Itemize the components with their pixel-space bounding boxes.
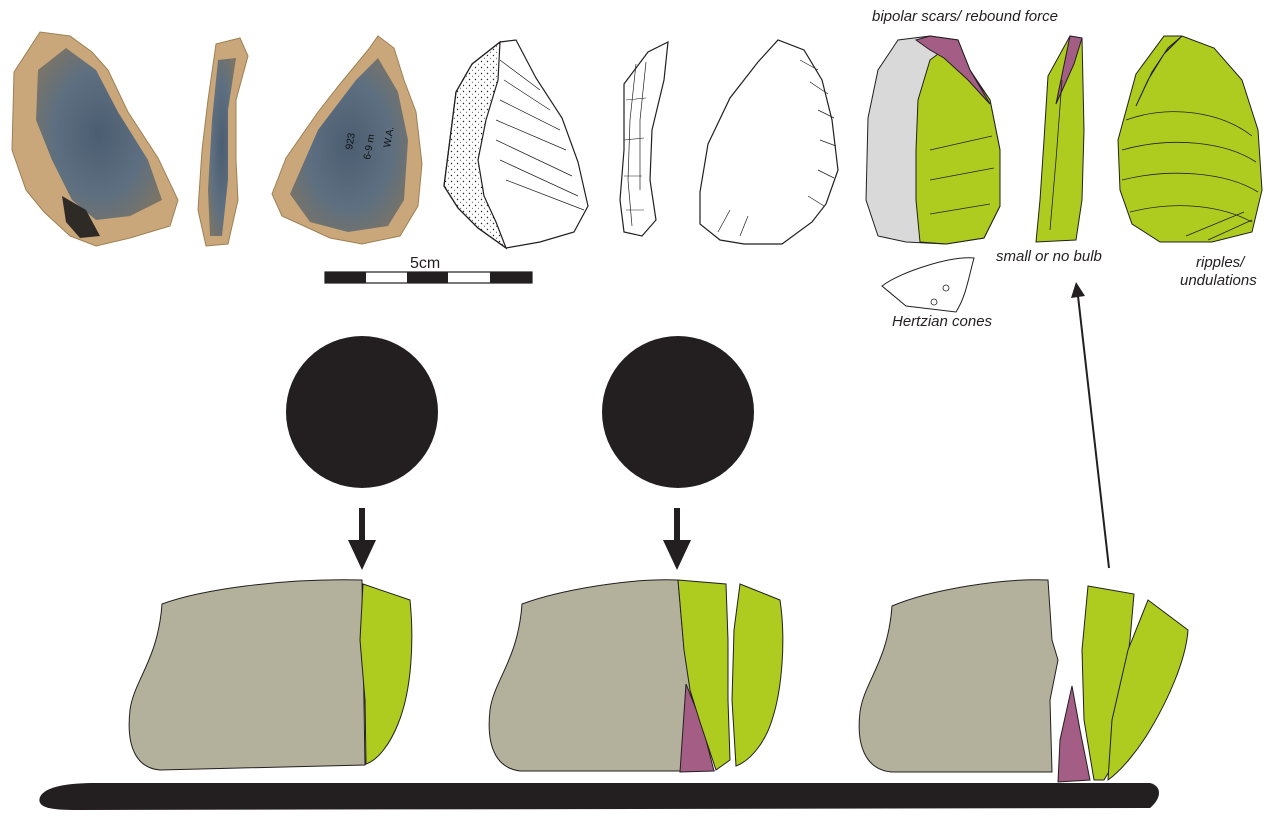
core-3 <box>859 580 1058 772</box>
photo-lateral-view <box>198 38 248 246</box>
schematic-flake-lateral <box>1036 36 1084 242</box>
hammerstone-1 <box>286 336 438 488</box>
drawing-dorsal-view <box>444 40 588 248</box>
hammerstone-2 <box>602 336 754 488</box>
scale-bar <box>325 272 532 283</box>
artefact-line-drawings <box>444 40 838 248</box>
hammerstones <box>286 336 754 488</box>
annotation-ripples-1: ripples/ <box>1196 254 1244 271</box>
annotation-bipolar-scars: bipolar scars/ rebound force <box>872 8 1058 25</box>
schematic-flake-dorsal <box>866 36 1000 244</box>
knapping-stage-2 <box>489 580 783 772</box>
flake-2b <box>732 584 783 766</box>
drawing-ventral-view <box>700 40 838 244</box>
scale-bar-label: 5cm <box>410 255 440 273</box>
knapping-stage-1 <box>129 580 412 770</box>
photo-dorsal-view <box>12 32 178 246</box>
photo-ventral-view: 923 6-9 m W.A. <box>272 36 422 244</box>
flake-1 <box>360 584 412 764</box>
annotation-hertzian-cones: Hertzian cones <box>892 313 992 330</box>
annotation-bulb: small or no bulb <box>996 248 1102 265</box>
hertzian-cone-sketch <box>882 258 974 312</box>
artefact-photographs: 923 6-9 m W.A. <box>12 32 422 246</box>
core-1 <box>129 580 365 770</box>
force-arrow-2 <box>663 508 691 570</box>
annotation-ripples-2: undulations <box>1180 272 1257 289</box>
removal-arrow <box>1071 282 1109 568</box>
schematic-flake-ventral <box>1118 36 1262 242</box>
drawing-lateral-view <box>620 42 668 236</box>
anvil-stone <box>39 783 1159 810</box>
force-arrow-1 <box>348 508 376 570</box>
knapping-stage-3 <box>859 580 1188 782</box>
